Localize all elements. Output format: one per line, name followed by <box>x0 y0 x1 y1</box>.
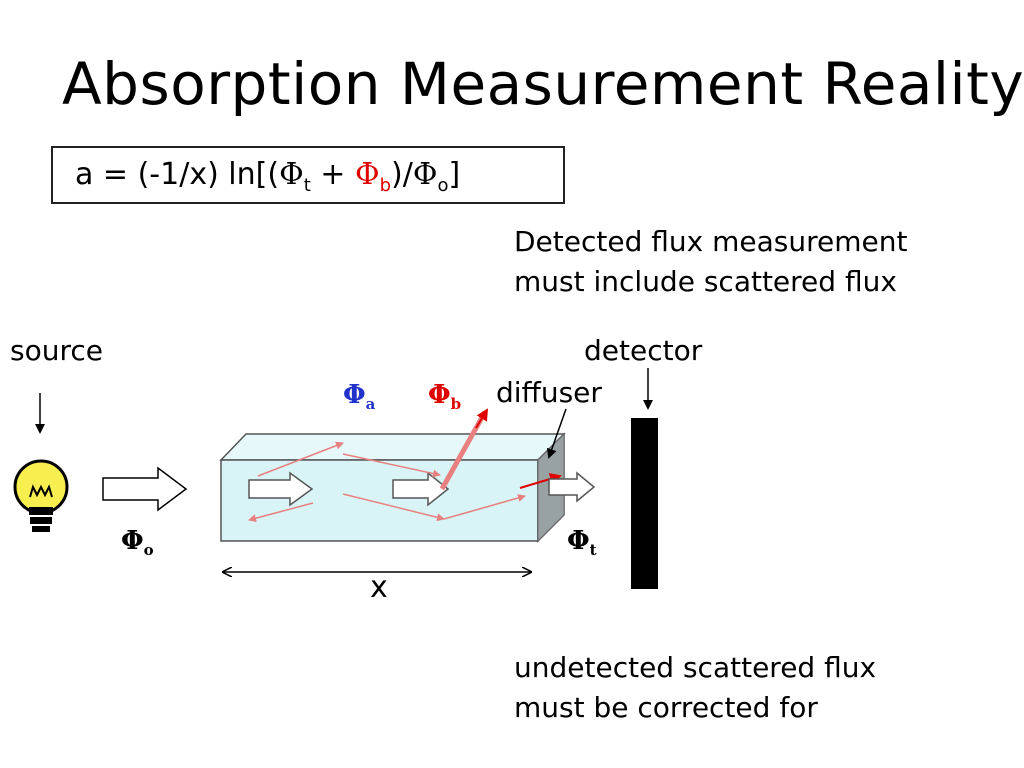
phi-t-subscript: t <box>303 175 311 196</box>
phi-b-label-subscript: b <box>450 395 462 414</box>
page-title: Absorption Measurement Reality <box>62 50 1024 118</box>
phi-a-label: Φa <box>343 380 375 413</box>
formula-slash: )/ <box>391 157 413 192</box>
exit-scatter-arrow <box>519 473 562 489</box>
phi-a-subscript: a <box>365 395 376 414</box>
phi-o-subscript: o <box>437 175 449 196</box>
incident-flux-arrow <box>102 466 188 512</box>
phi-o-label: Φo <box>121 526 154 559</box>
detected-flux-note: Detected flux measurement must include s… <box>514 222 907 302</box>
formula-close: ] <box>448 157 461 192</box>
phi-o-label-subscript: o <box>143 541 154 560</box>
detected-note-line2: must include scattered flux <box>514 265 897 298</box>
path-length-x-label: x <box>370 570 388 605</box>
scattering-paths <box>248 441 526 523</box>
formula-plus: + <box>310 157 355 192</box>
light-bulb-icon <box>13 459 69 532</box>
detector-label: detector <box>584 334 703 367</box>
formula-prefix: a = (-1/x) ln[( <box>75 157 280 192</box>
diffuser-pointer-arrow <box>546 408 567 459</box>
phi-t-symbol: Φ <box>279 157 304 192</box>
internal-flux-arrow-2 <box>392 471 450 507</box>
formula-box: a = (-1/x) ln[(Φt + Φb)/Φo] <box>51 146 565 204</box>
phi-b-label-symbol: Φ <box>428 380 451 410</box>
phi-o-symbol: Φ <box>412 157 438 192</box>
detected-note-line1: Detected flux measurement <box>514 225 908 258</box>
diffuser-label: diffuser <box>496 376 602 409</box>
phi-t-label-symbol: Φ <box>567 526 590 556</box>
phi-t-label: Φt <box>567 526 597 559</box>
source-label: source <box>10 334 103 367</box>
undetected-note-line1: undetected scattered flux <box>514 651 877 684</box>
undetected-note-line2: must be corrected for <box>514 691 818 724</box>
detector-bar <box>631 418 658 589</box>
internal-flux-arrow-1 <box>248 471 314 507</box>
phi-b-subscript: b <box>379 175 392 196</box>
phi-o-label-symbol: Φ <box>121 526 144 556</box>
scattered-flux-arrowhead <box>475 408 489 429</box>
phi-t-label-subscript: t <box>589 541 597 560</box>
undetected-flux-note: undetected scattered flux must be correc… <box>514 648 876 728</box>
phi-b-symbol: Φ <box>354 157 380 192</box>
transmitted-flux-arrow <box>548 471 596 503</box>
phi-b-label: Φb <box>428 380 461 413</box>
phi-a-symbol: Φ <box>343 380 366 410</box>
